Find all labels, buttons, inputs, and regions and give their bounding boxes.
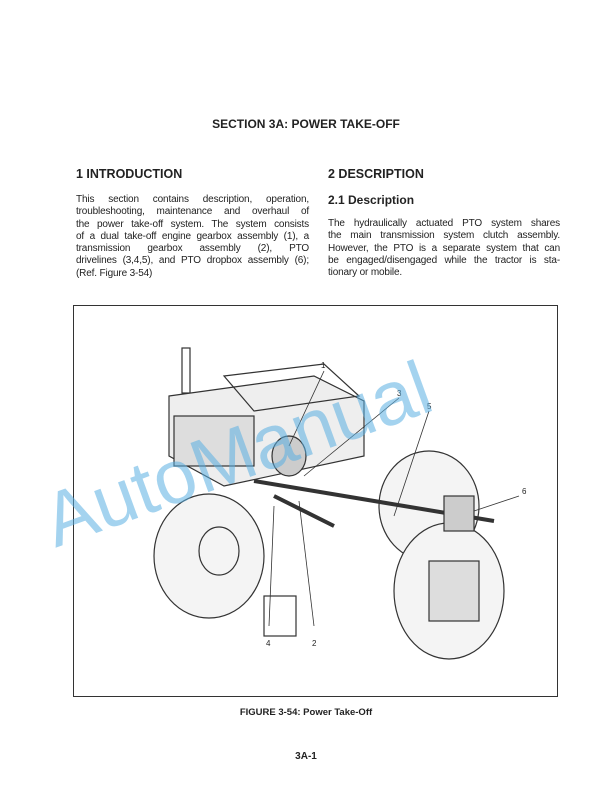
text-line: be engaged/disengaged while the tractor … bbox=[328, 254, 560, 266]
introduction-paragraph: This section contains description, opera… bbox=[76, 194, 309, 280]
step-ladder bbox=[263, 595, 297, 637]
page-number: 3A-1 bbox=[295, 751, 317, 762]
callout-4: 4 bbox=[266, 639, 271, 648]
text-line: drivelines (3,4,5), and PTO dropbox asse… bbox=[76, 255, 309, 267]
hub bbox=[198, 526, 240, 576]
engine bbox=[173, 415, 255, 467]
text-line: of a dual take-off engine gearbox assemb… bbox=[76, 230, 309, 242]
engine-gearbox bbox=[271, 435, 307, 477]
text-line: troubleshooting, maintenance and overhau… bbox=[76, 206, 309, 218]
figure-caption: FIGURE 3-54: Power Take-Off bbox=[239, 707, 373, 718]
description-paragraph: The hydraulically actuated PTO system sh… bbox=[328, 218, 560, 279]
callout-6: 6 bbox=[522, 487, 527, 496]
callout-3: 3 bbox=[397, 389, 402, 398]
section-title: SECTION 3A: POWER TAKE-OFF bbox=[212, 117, 400, 131]
introduction-heading: 1 INTRODUCTION bbox=[76, 167, 183, 181]
description-heading: 2 DESCRIPTION bbox=[328, 167, 424, 181]
exhaust-stack bbox=[181, 347, 191, 394]
front-left-tire bbox=[153, 493, 265, 619]
callout-1: 1 bbox=[321, 361, 326, 370]
text-line: the power take-off system. The system co… bbox=[76, 218, 309, 230]
pto-driveline bbox=[273, 494, 335, 528]
text-line: the main transmission system clutch asse… bbox=[328, 230, 560, 242]
text-line: The hydraulically actuated PTO system sh… bbox=[328, 218, 560, 229]
figure-frame: 1 2 3 4 5 6 bbox=[73, 305, 558, 697]
text-line: However, the PTO is a separate system th… bbox=[328, 242, 560, 254]
text-line: (Ref. Figure 3-54) bbox=[76, 267, 153, 279]
callout-5: 5 bbox=[427, 402, 432, 411]
hub bbox=[428, 560, 480, 622]
tractor-pto-illustration: 1 2 3 4 5 6 bbox=[153, 347, 527, 660]
text-line: transmission gearbox assembly (2), PTO bbox=[76, 243, 309, 255]
text-line: This section contains description, opera… bbox=[76, 194, 309, 205]
cab-roof bbox=[222, 363, 361, 412]
description-subheading: 2.1 Description bbox=[328, 193, 415, 207]
dropbox bbox=[443, 495, 475, 532]
text-line: tionary or mobile. bbox=[328, 267, 402, 279]
callout-2: 2 bbox=[312, 639, 317, 648]
